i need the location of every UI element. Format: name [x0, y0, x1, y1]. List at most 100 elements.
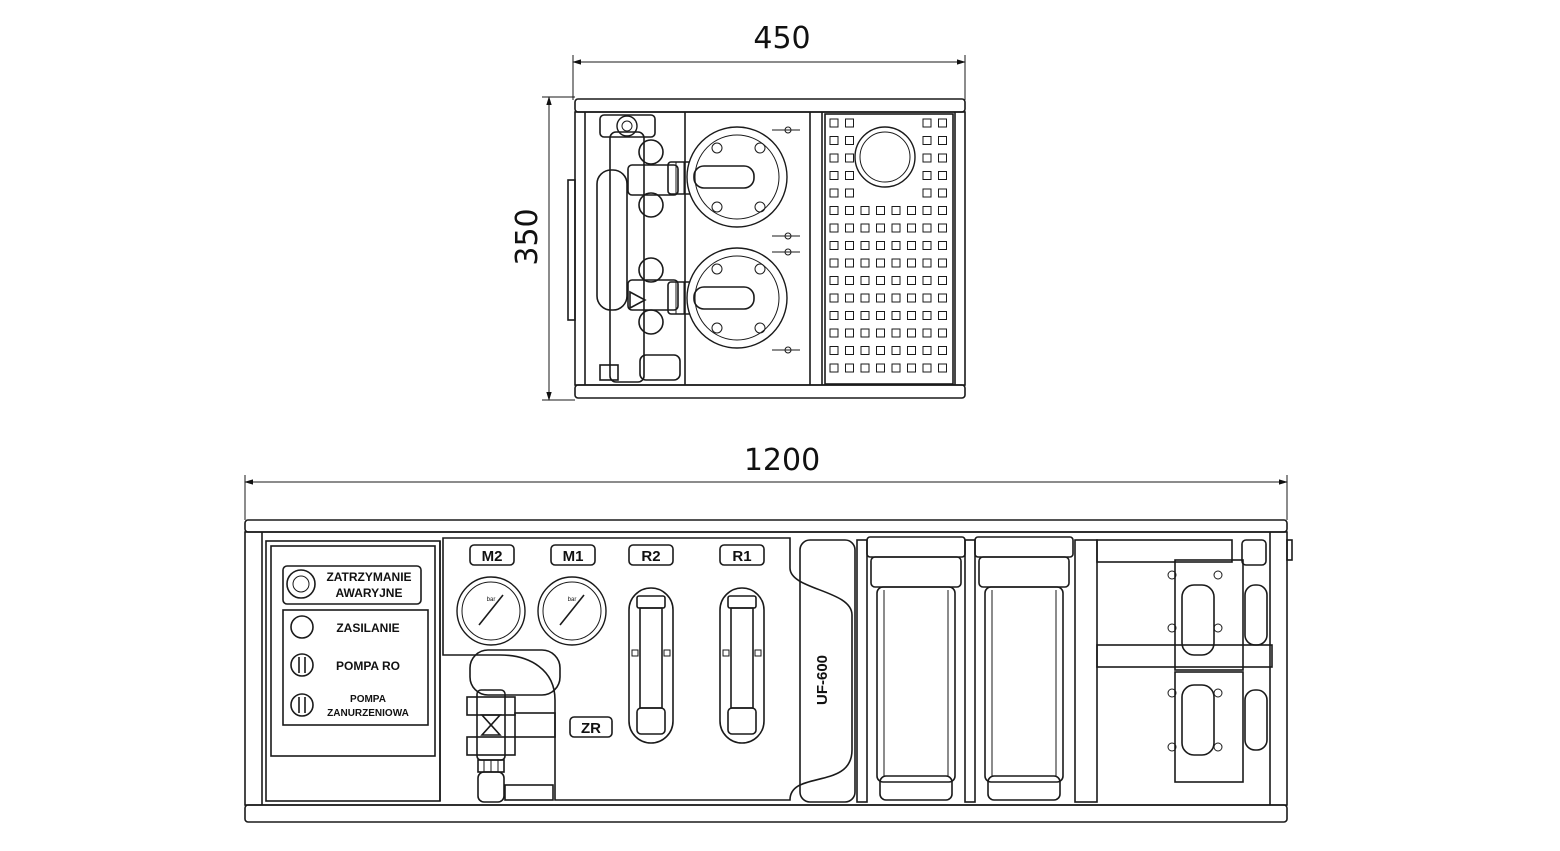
- grid-hole: [907, 223, 916, 233]
- grid-hole: [938, 258, 947, 268]
- grid-hole: [907, 346, 916, 355]
- grid-hole: [907, 241, 916, 250]
- grid-hole: [860, 258, 870, 268]
- perforated-plate: [824, 113, 954, 385]
- grid-hole: [845, 153, 854, 163]
- dimension-label-1200: 1200: [744, 443, 820, 478]
- grid-hole: [938, 328, 947, 338]
- ro-pump-switch: POMPA RO: [290, 653, 400, 677]
- grid-hole: [922, 188, 932, 198]
- grid-hole: [829, 153, 839, 163]
- grid-hole: [829, 293, 839, 303]
- grid-hole: [876, 206, 885, 215]
- grid-hole: [922, 258, 932, 268]
- grid-hole: [907, 328, 916, 338]
- gauge-m1-unit: bar: [568, 597, 577, 603]
- grid-hole: [876, 311, 885, 320]
- grid-hole: [891, 241, 901, 250]
- grid-hole: [829, 276, 839, 285]
- grid-hole: [829, 241, 839, 250]
- pressure-gauge-m1: bar: [537, 576, 607, 646]
- dimension-depth-top: 350: [510, 96, 575, 401]
- grid-hole: [938, 346, 947, 355]
- grid-hole: [907, 206, 916, 215]
- grid-hole: [829, 346, 839, 355]
- tag-r2-label: R2: [641, 548, 660, 565]
- grid-hole: [845, 206, 854, 215]
- grid-hole: [922, 223, 932, 233]
- grid-hole: [845, 118, 854, 128]
- tag-m1-label: M1: [563, 548, 584, 565]
- grid-hole: [938, 171, 947, 180]
- grid-hole: [922, 206, 932, 215]
- grid-hole: [922, 171, 932, 180]
- grid-hole: [845, 276, 854, 285]
- grid-hole: [860, 241, 870, 250]
- grid-hole: [922, 293, 932, 303]
- grid-hole: [891, 363, 901, 373]
- top-piping: [596, 114, 681, 383]
- tag-m1: M1: [550, 544, 596, 566]
- grid-hole: [845, 293, 854, 303]
- grid-hole: [938, 276, 947, 285]
- grid-hole: [845, 241, 854, 250]
- grid-hole: [829, 311, 839, 320]
- grid-hole: [922, 118, 932, 128]
- grid-hole: [876, 241, 885, 250]
- gauge-plate: [442, 537, 853, 801]
- grid-hole: [938, 153, 947, 163]
- grid-hole: [922, 241, 932, 250]
- grid-hole: [860, 363, 870, 373]
- grid-hole: [876, 258, 885, 268]
- rotameter-r2: [628, 587, 674, 744]
- grid-hole: [845, 223, 854, 233]
- front-view: ZATRZYMANIE AWARYJNE ZASILANIE POMPA RO …: [244, 519, 1293, 823]
- power-indicator: ZASILANIE: [290, 615, 400, 639]
- grid-hole: [891, 206, 901, 215]
- grid-hole: [907, 363, 916, 373]
- grid-hole: [891, 311, 901, 320]
- tag-m2: M2: [469, 544, 515, 566]
- dimension-length-front: 1200: [244, 443, 1288, 520]
- tag-r1-label: R1: [732, 548, 751, 565]
- grid-hole: [922, 346, 932, 355]
- control-panel: ZATRZYMANIE AWARYJNE ZASILANIE POMPA RO …: [265, 540, 441, 802]
- pump-head-lower: [667, 247, 788, 349]
- grid-hole: [938, 363, 947, 373]
- grid-hole: [907, 258, 916, 268]
- grid-hole: [860, 311, 870, 320]
- submersible-pump-label-line1: POMPA: [350, 694, 386, 705]
- grid-hole: [829, 206, 839, 215]
- tag-r2: R2: [628, 544, 674, 566]
- dimension-width-top: 450: [572, 21, 966, 100]
- grid-hole: [891, 293, 901, 303]
- grid-hole: [922, 311, 932, 320]
- grid-hole: [860, 346, 870, 355]
- grid-hole: [876, 363, 885, 373]
- grid-hole: [829, 328, 839, 338]
- pressure-gauge-m2: bar: [456, 576, 526, 646]
- grid-hole: [860, 223, 870, 233]
- inlet-valve: [466, 649, 561, 803]
- grid-hole: [845, 171, 854, 180]
- pump-head-upper: [667, 126, 788, 228]
- grid-hole: [938, 118, 947, 128]
- grid-hole: [938, 136, 947, 145]
- filter-area: [799, 539, 1098, 803]
- filter-housing-2: [974, 536, 1074, 801]
- grid-hole: [845, 328, 854, 338]
- submersible-pump-switch: POMPA ZANURZENIOWA: [290, 693, 409, 719]
- grid-hole: [845, 258, 854, 268]
- grid-hole: [829, 223, 839, 233]
- grid-hole: [938, 293, 947, 303]
- grid-hole: [891, 223, 901, 233]
- grid-hole: [907, 311, 916, 320]
- grid-hole: [922, 363, 932, 373]
- grid-hole: [876, 293, 885, 303]
- grid-hole: [891, 258, 901, 268]
- tag-r1: R1: [719, 544, 765, 566]
- emergency-stop-label-line2: AWARYJNE: [336, 586, 403, 600]
- submersible-pump-label-line2: ZANURZENIOWA: [327, 708, 409, 719]
- filter-housing-1: [866, 536, 966, 801]
